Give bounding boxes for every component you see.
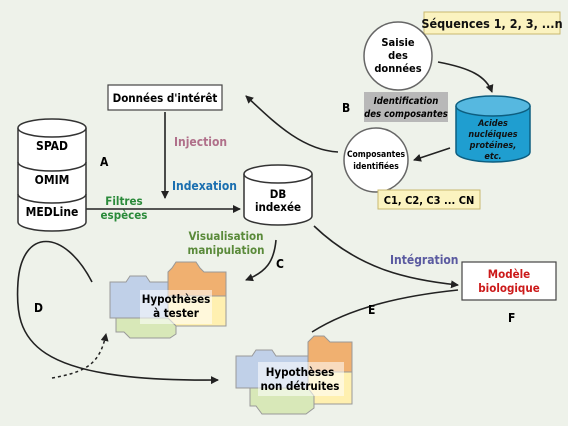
acides-label-4: etc. [484, 152, 501, 162]
letter-b: B [342, 101, 350, 115]
saisie-label-3: données [374, 62, 421, 75]
identification-label-2: des composantes [364, 109, 448, 120]
db-indexee-label-1: DB [270, 187, 287, 201]
arrow-db-to-hypotheses [245, 239, 277, 282]
acides-label-1: Acides [477, 119, 508, 129]
c-list-label: C1, C2, C3 ... CN [384, 194, 475, 207]
arrow-dashed-up [51, 333, 109, 379]
arrow-d-loop [16, 240, 219, 385]
indexation-label: Indexation [172, 179, 237, 193]
modele-label-1: Modèle [488, 267, 530, 281]
letter-f: F [508, 311, 515, 325]
visualisation-label-2: manipulation [188, 243, 265, 257]
saisie-circle [363, 21, 433, 91]
puzzle-hypotheses-non: Hypothèses non détruites [235, 335, 353, 415]
c-list-box [377, 189, 481, 210]
acides-label-2: nucléiques [468, 129, 517, 140]
db-omim-label: OMIM [35, 173, 70, 187]
filtres-label-2: espèces [101, 208, 148, 222]
injection-label: Injection [174, 135, 227, 149]
modele-label-2: biologique [478, 281, 539, 295]
hypotheses-non-label-2: non détruites [261, 379, 340, 393]
composantes-circle [343, 127, 409, 193]
donnees-interet-label: Données d'intérêt [113, 91, 218, 105]
arrow-saisie-to-acides [437, 61, 494, 93]
hypotheses-tester-label-1: Hypothèses [142, 292, 211, 306]
acides-label-3: protéines, [469, 140, 517, 151]
acides-cylinder: Acides nucléiques protéines, etc. [455, 95, 531, 163]
hypotheses-non-label-1: Hypothèses [266, 365, 335, 379]
composantes-label-2: identifiées [353, 161, 399, 172]
db-spad-label: SPAD [36, 139, 68, 153]
saisie-label-1: Saisie [381, 36, 414, 49]
filtres-label-1: Filtres [105, 194, 142, 208]
letter-c: C [276, 257, 284, 271]
db-medline-label: MEDLine [26, 205, 79, 219]
db-indexee-cylinder: DB indexée [243, 164, 313, 226]
sequences-box [423, 11, 561, 35]
database-stack: SPAD OMIM MEDLine [17, 118, 87, 232]
donnees-interet-box [107, 84, 223, 111]
hypotheses-tester-label-2: à tester [153, 306, 200, 320]
composantes-label-1: Composantes [347, 150, 406, 160]
sequences-label: Séquences 1, 2, 3, ...n [421, 16, 562, 31]
arrow-db-to-modele [313, 225, 459, 289]
db-indexee-label-2: indexée [255, 200, 301, 214]
puzzle-hypotheses-tester: Hypothèses à tester [109, 261, 227, 339]
integration-label: Intégration [390, 253, 459, 267]
saisie-label-2: des [388, 49, 408, 62]
arrow-composantes-to-donnees [245, 95, 339, 153]
visualisation-label-1: Visualisation [188, 229, 263, 243]
letter-a: A [100, 155, 109, 169]
modele-box [461, 261, 557, 301]
arrow-acides-to-composantes [413, 147, 451, 162]
letter-e: E [368, 303, 375, 317]
letter-d: D [34, 301, 43, 315]
identification-box [364, 92, 448, 122]
arrow-hypotheses-to-modele [311, 289, 459, 333]
identification-label-1: Identification [374, 96, 439, 107]
